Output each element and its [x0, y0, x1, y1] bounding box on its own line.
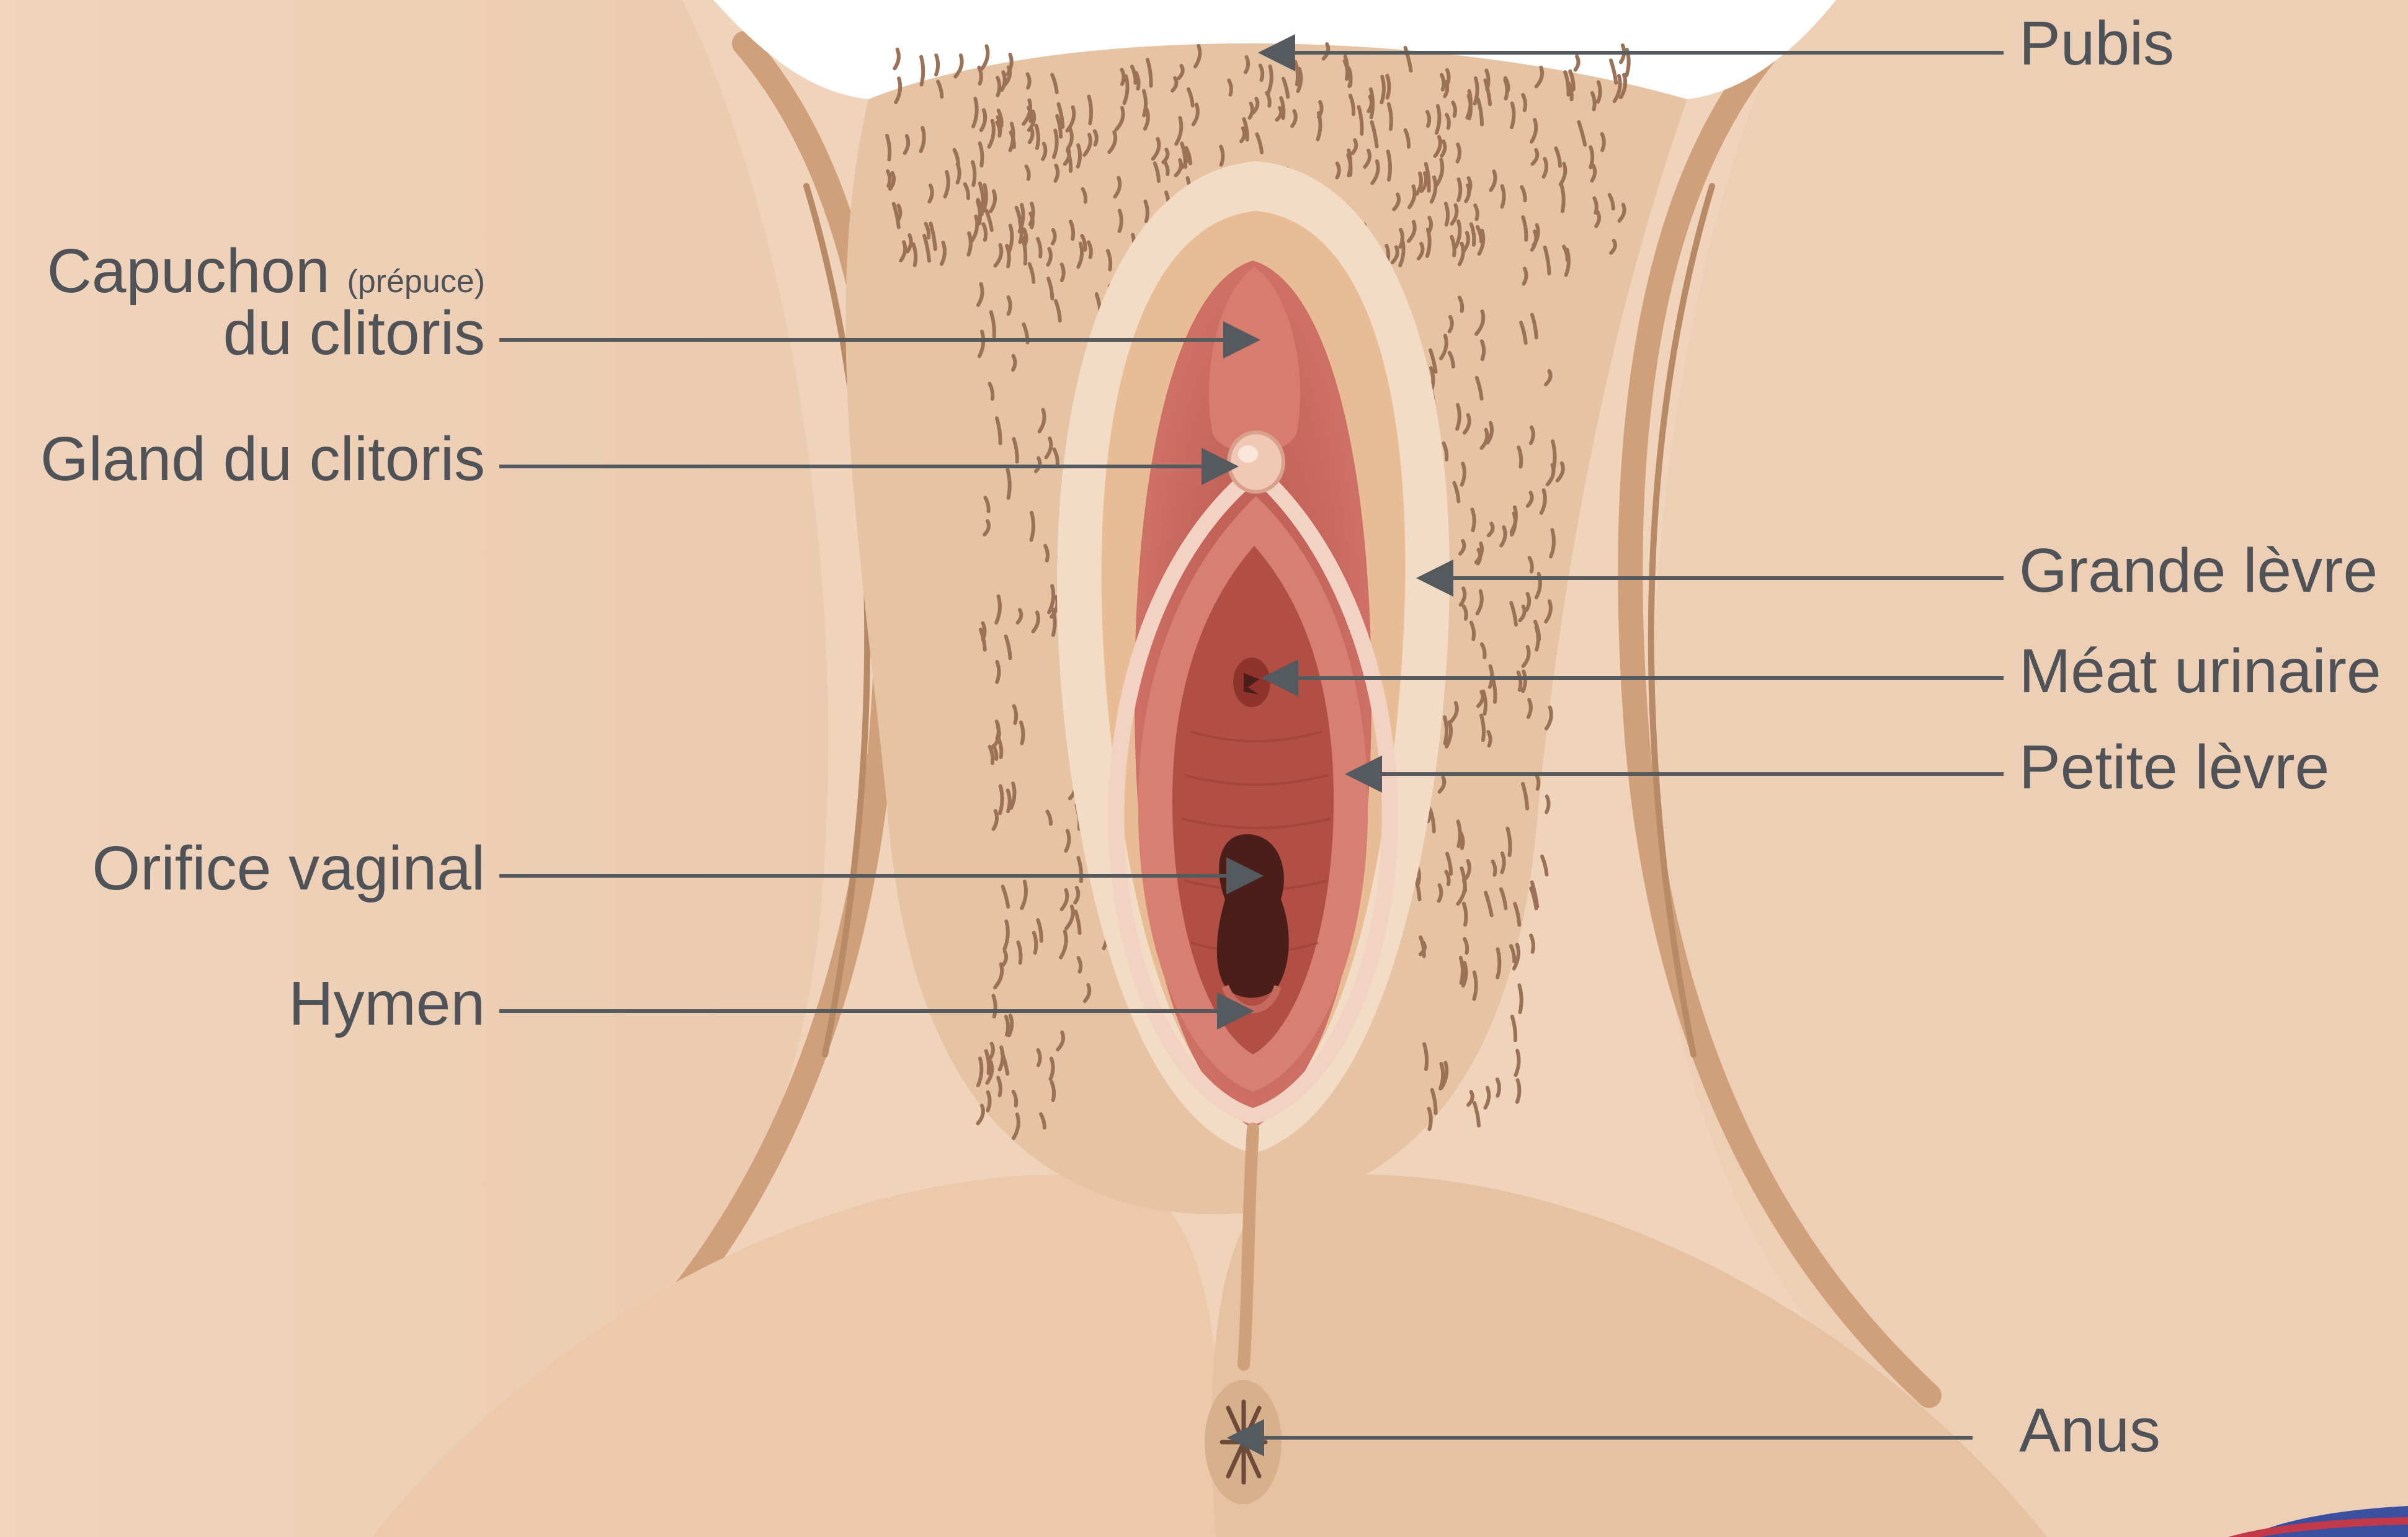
label-hood-sub: (prépuce)	[347, 264, 485, 300]
hair-stroke	[1079, 958, 1081, 971]
hair-stroke	[1144, 91, 1146, 116]
hair-stroke	[1349, 150, 1350, 176]
hair-stroke	[1009, 297, 1010, 314]
hair-stroke	[1519, 986, 1521, 1013]
hair-stroke	[1458, 179, 1460, 200]
label-hymen: Hymen	[288, 973, 485, 1035]
label-clitoral-hood: Capuchon (prépuce) du clitoris	[47, 240, 485, 364]
hair-stroke	[1546, 796, 1548, 813]
hair-stroke	[1260, 66, 1263, 80]
hair-stroke	[1007, 246, 1009, 266]
hair-stroke	[1221, 146, 1223, 164]
hair-stroke	[1429, 1108, 1431, 1129]
clitoral-glans	[1229, 432, 1283, 492]
hair-stroke	[1502, 853, 1504, 873]
hair-stroke	[1078, 145, 1080, 167]
hair-stroke	[936, 55, 938, 74]
hair-stroke	[1089, 97, 1092, 124]
label-hood-line2: du clitoris	[47, 302, 485, 364]
hair-stroke	[1000, 786, 1002, 813]
hair-stroke	[1028, 74, 1030, 88]
label-anus: Anus	[2019, 1399, 2161, 1461]
hair-stroke	[1120, 211, 1122, 231]
hair-stroke	[1512, 104, 1514, 128]
hair-stroke	[1014, 706, 1016, 723]
hair-stroke	[914, 244, 916, 265]
corner-swoosh-icon	[2222, 1500, 2408, 1537]
anus	[1222, 1402, 1265, 1482]
hair-stroke	[1497, 949, 1499, 978]
hair-stroke	[1229, 81, 1231, 95]
hair-stroke	[1474, 973, 1476, 999]
hair-stroke	[888, 171, 890, 186]
hair-stroke	[1453, 102, 1455, 116]
hair-stroke	[1502, 186, 1504, 207]
hair-stroke	[1553, 441, 1554, 469]
hair-stroke	[1427, 112, 1429, 126]
hair-stroke	[1008, 790, 1010, 811]
hair-stroke	[988, 1092, 989, 1111]
hair-stroke	[983, 623, 984, 640]
hair-stroke	[1505, 80, 1507, 99]
hair-stroke	[1478, 550, 1481, 563]
hair-stroke	[1598, 82, 1600, 102]
hair-stroke	[1122, 69, 1123, 84]
hair-stroke	[958, 164, 960, 183]
hair-stroke	[1388, 151, 1390, 180]
hair-stroke	[1458, 145, 1460, 162]
hair-stroke	[1446, 203, 1448, 225]
hair-stroke	[1561, 185, 1563, 212]
hair-stroke	[1488, 732, 1490, 746]
hair-stroke	[997, 662, 999, 682]
hair-stroke	[1062, 264, 1064, 280]
hair-stroke	[1021, 723, 1023, 744]
label-labia-minora: Petite lèvre	[2019, 736, 2329, 798]
label-hood-main: Capuchon	[47, 236, 330, 306]
hair-stroke	[1461, 833, 1463, 849]
hair-stroke	[921, 57, 923, 85]
hair-stroke	[1013, 356, 1015, 370]
hair-stroke	[1020, 221, 1022, 243]
hair-stroke	[993, 996, 995, 1017]
hair-stroke	[1602, 134, 1604, 150]
hair-stroke	[1590, 147, 1592, 167]
perineum	[1244, 1129, 1253, 1365]
hair-stroke	[1464, 904, 1466, 925]
hair-stroke	[1145, 202, 1147, 221]
hair-stroke	[1036, 126, 1038, 148]
hair-stroke	[973, 162, 974, 185]
hair-stroke	[1475, 205, 1478, 219]
hair-stroke	[1482, 341, 1484, 359]
hair-stroke	[997, 78, 999, 96]
glans-highlight	[1238, 445, 1258, 463]
label-pubis: Pubis	[2019, 12, 2174, 74]
hair-stroke	[1032, 513, 1033, 540]
hair-stroke	[1034, 933, 1037, 953]
hair-stroke	[1472, 509, 1474, 530]
hair-stroke	[1387, 76, 1389, 98]
label-urethral-meatus: Méat urinaire	[2019, 640, 2381, 702]
hair-stroke	[1497, 1079, 1499, 1096]
vaginal-orifice	[1217, 834, 1289, 998]
hair-stroke	[1095, 131, 1097, 145]
hair-stroke	[1536, 775, 1538, 789]
label-labia-majora: Grande lèvre	[2019, 540, 2378, 602]
label-glans: Gland du clitoris	[40, 428, 485, 490]
hair-stroke	[1445, 717, 1447, 743]
hair-stroke	[1038, 1050, 1040, 1066]
hair-stroke	[1518, 672, 1521, 690]
label-vaginal-orifice: Orifice vaginal	[92, 837, 485, 899]
hair-stroke	[979, 68, 981, 84]
hair-stroke	[1461, 958, 1463, 983]
hair-stroke	[1337, 163, 1339, 177]
hair-stroke	[1006, 1017, 1008, 1035]
hair-stroke	[1442, 75, 1444, 90]
hair-stroke	[1007, 470, 1009, 498]
